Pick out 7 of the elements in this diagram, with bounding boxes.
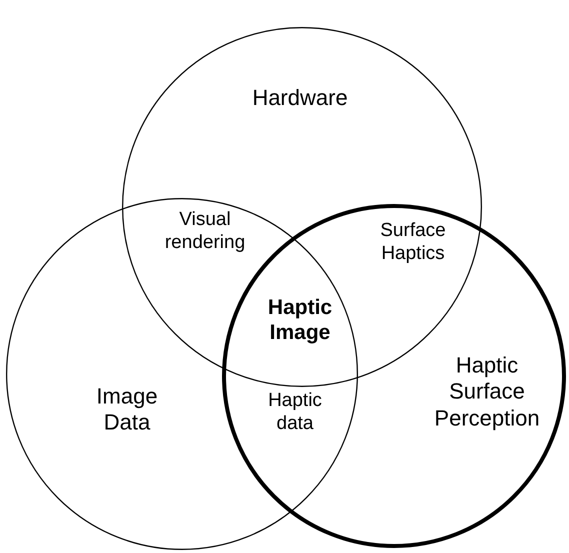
overlap-label: Haptic data <box>267 390 323 436</box>
overlap-label: Haptic Image <box>266 294 334 346</box>
set-label: Image Data <box>95 384 159 436</box>
overlap-label: Visual rendering <box>164 209 246 255</box>
set-label: Hardware <box>251 84 349 112</box>
set-label: Haptic Surface Perception <box>433 352 541 432</box>
overlap-label: Surface Haptics <box>379 220 447 266</box>
